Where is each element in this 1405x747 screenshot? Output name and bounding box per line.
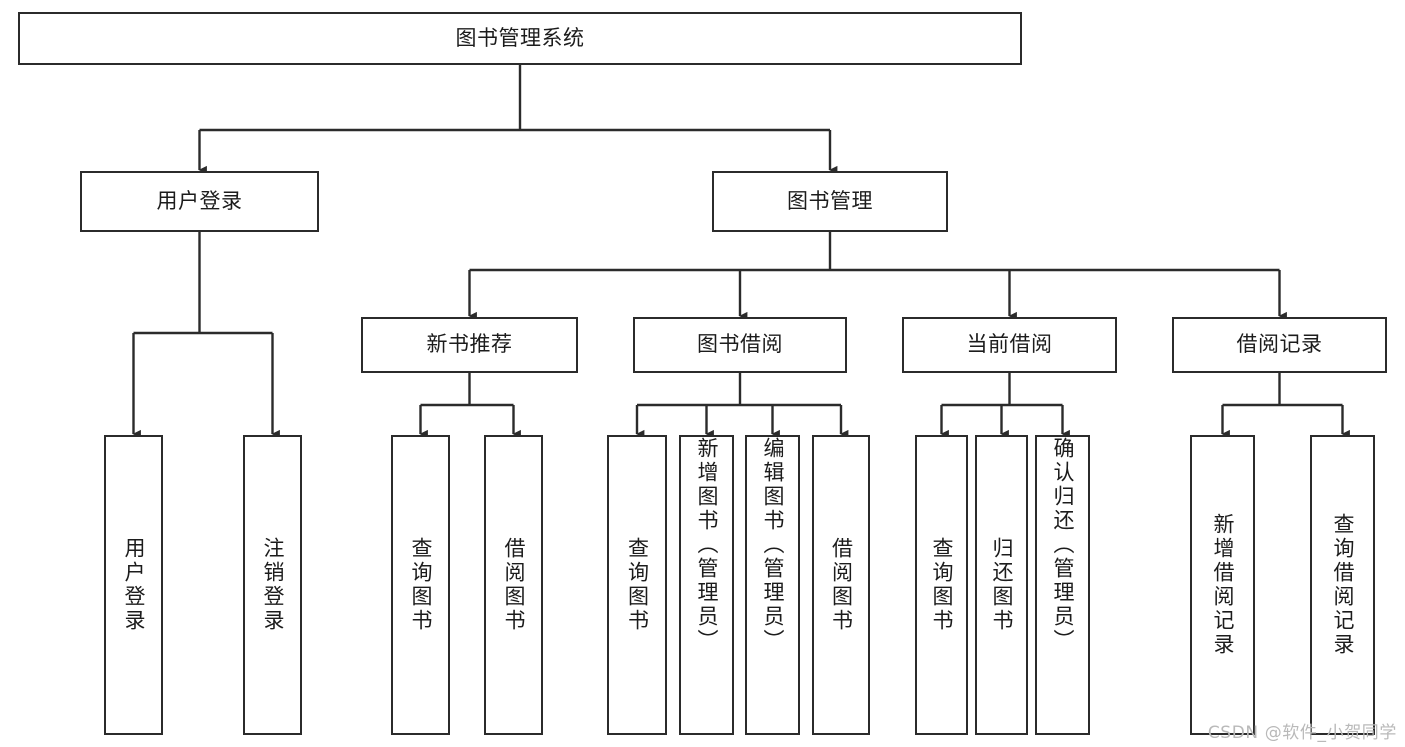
node-newbook[interactable]: 新书推荐 <box>361 317 578 373</box>
node-login[interactable]: 用户登录 <box>80 171 319 232</box>
node-l-b1[interactable]: 借阅图书 <box>484 435 543 735</box>
node-label: 查询借阅记录 <box>1331 513 1355 657</box>
node-l-qrec[interactable]: 查询借阅记录 <box>1310 435 1375 735</box>
node-label: 新增图书（管理员） <box>695 437 719 653</box>
node-l-addrec[interactable]: 新增借阅记录 <box>1190 435 1255 735</box>
node-bookmgmt[interactable]: 图书管理 <box>712 171 948 232</box>
node-label: 借阅图书 <box>502 537 526 633</box>
node-label: 编辑图书（管理员） <box>761 437 785 653</box>
node-label: 新书推荐 <box>426 332 513 357</box>
node-l-return[interactable]: 归还图书 <box>975 435 1028 735</box>
node-l-q2[interactable]: 查询图书 <box>607 435 667 735</box>
node-l-confirm[interactable]: 确认归还（管理员） <box>1035 435 1090 735</box>
node-borrow[interactable]: 图书借阅 <box>633 317 847 373</box>
node-label: 注销登录 <box>261 537 285 633</box>
node-label: 确认归还（管理员） <box>1051 437 1075 653</box>
node-label: 当前借阅 <box>966 332 1053 357</box>
node-label: 查询图书 <box>409 537 433 633</box>
node-l-edit[interactable]: 编辑图书（管理员） <box>745 435 800 735</box>
node-current[interactable]: 当前借阅 <box>902 317 1117 373</box>
node-label: 用户登录 <box>122 537 146 633</box>
node-label: 新增借阅记录 <box>1211 513 1235 657</box>
node-l-q1[interactable]: 查询图书 <box>391 435 450 735</box>
node-label: 归还图书 <box>990 537 1014 633</box>
node-records[interactable]: 借阅记录 <box>1172 317 1387 373</box>
node-root[interactable]: 图书管理系统 <box>18 12 1022 65</box>
node-label: 图书借阅 <box>697 332 783 357</box>
watermark: CSDN @软件_小贺同学 <box>1207 723 1397 743</box>
node-label: 图书管理 <box>787 188 873 213</box>
node-label: 借阅图书 <box>829 537 854 633</box>
node-label: 查询图书 <box>930 537 954 633</box>
node-l-q3[interactable]: 查询图书 <box>915 435 968 735</box>
node-label: 查询图书 <box>625 537 650 633</box>
node-label: 图书管理系统 <box>455 25 585 50</box>
node-l-b2[interactable]: 借阅图书 <box>812 435 870 735</box>
node-label: 借阅记录 <box>1236 332 1323 357</box>
node-l-add[interactable]: 新增图书（管理员） <box>679 435 734 735</box>
node-label: 用户登录 <box>156 188 243 213</box>
node-l-userlogin[interactable]: 用户登录 <box>104 435 163 735</box>
node-l-logout[interactable]: 注销登录 <box>243 435 302 735</box>
